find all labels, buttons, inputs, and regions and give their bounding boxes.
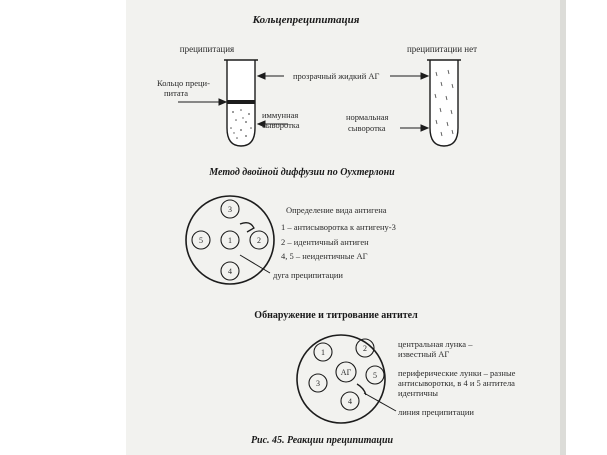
ring-label-line1: Кольцо преци-: [157, 78, 210, 88]
well-4: [220, 261, 240, 281]
t-well-2-label: 2: [363, 344, 367, 353]
ring-label-line2: питата: [164, 88, 188, 98]
peripheral-desc-1: периферические лунки – разные: [398, 368, 516, 378]
center-well-desc-2: известный АГ: [398, 349, 449, 359]
ouchterlony-plate: 3 5 1 2 4: [185, 195, 275, 285]
t-well-5-label: 5: [373, 371, 377, 380]
immune-serum-line1: иммунная: [262, 110, 298, 120]
titration-plate: 1 2 АГ 3 5 4: [296, 334, 397, 424]
ouchterlony-legend-1: 1 – антисыворотка к антигену-3: [281, 222, 396, 232]
well-5: [191, 230, 211, 250]
normal-serum-line2: сыворотка: [348, 123, 386, 133]
well-3-label: 3: [228, 205, 232, 214]
ring-title: Кольцепреципитация: [252, 14, 360, 26]
center-well-label: АГ: [341, 368, 352, 377]
t-well-1-label: 1: [321, 348, 325, 357]
sheet-edge: [560, 0, 566, 455]
t-well-4-label: 4: [348, 397, 352, 406]
t-well-4: [340, 391, 360, 411]
line-pointer: [363, 392, 397, 412]
precipitation-arc: [239, 222, 255, 233]
petri-dish: [185, 195, 275, 285]
scanned-sheet: [126, 0, 566, 455]
center-well: [335, 361, 357, 383]
line-label: линия преципитации: [398, 407, 474, 417]
figure-caption: Рис. 45. Реакции преципитации: [251, 435, 394, 446]
well-5-label: 5: [199, 236, 203, 245]
arc-pointer: [239, 254, 271, 274]
t-well-5: [365, 365, 385, 385]
center-well-desc-1: центральная лунка –: [398, 339, 473, 349]
right-tube-label: преципитации нет: [407, 44, 477, 54]
normal-tube: [427, 59, 461, 147]
t-well-2: [355, 338, 375, 358]
normal-serum-line1: нормальная: [346, 112, 389, 122]
peripheral-desc-2: антисыворотки, в 4 и 5 антитела: [398, 378, 515, 388]
well-1-label: 1: [228, 236, 232, 245]
immune-tube: [224, 59, 258, 147]
peripheral-desc-3: идентичны: [398, 388, 438, 398]
well-3: [220, 199, 240, 219]
precipitate-ring: [227, 100, 255, 104]
ouchterlony-title: Метод двойной диффузии по Оухтерлони: [208, 167, 395, 178]
t-well-1: [313, 342, 333, 362]
ouchterlony-legend-2: 2 – идентичный антиген: [281, 237, 369, 247]
titration-dish: [296, 334, 386, 424]
well-1: [220, 230, 240, 250]
arc-label: дуга преципитации: [273, 270, 343, 280]
left-tube-label: преципитация: [180, 44, 234, 54]
ouchterlony-legend-title: Определение вида антигена: [286, 205, 387, 215]
t-well-3-label: 3: [316, 379, 320, 388]
well-2: [249, 230, 269, 250]
ouchterlony-legend-3: 4, 5 – неидентичные АГ: [281, 251, 368, 261]
clear-ag-label: прозрачный жидкий АГ: [293, 71, 380, 81]
titration-title: Обнаружение и титрование антител: [254, 310, 418, 321]
immune-serum-line2: сыворотка: [262, 120, 300, 130]
well-4-label: 4: [228, 267, 232, 276]
t-well-3: [308, 373, 328, 393]
well-2-label: 2: [257, 236, 261, 245]
